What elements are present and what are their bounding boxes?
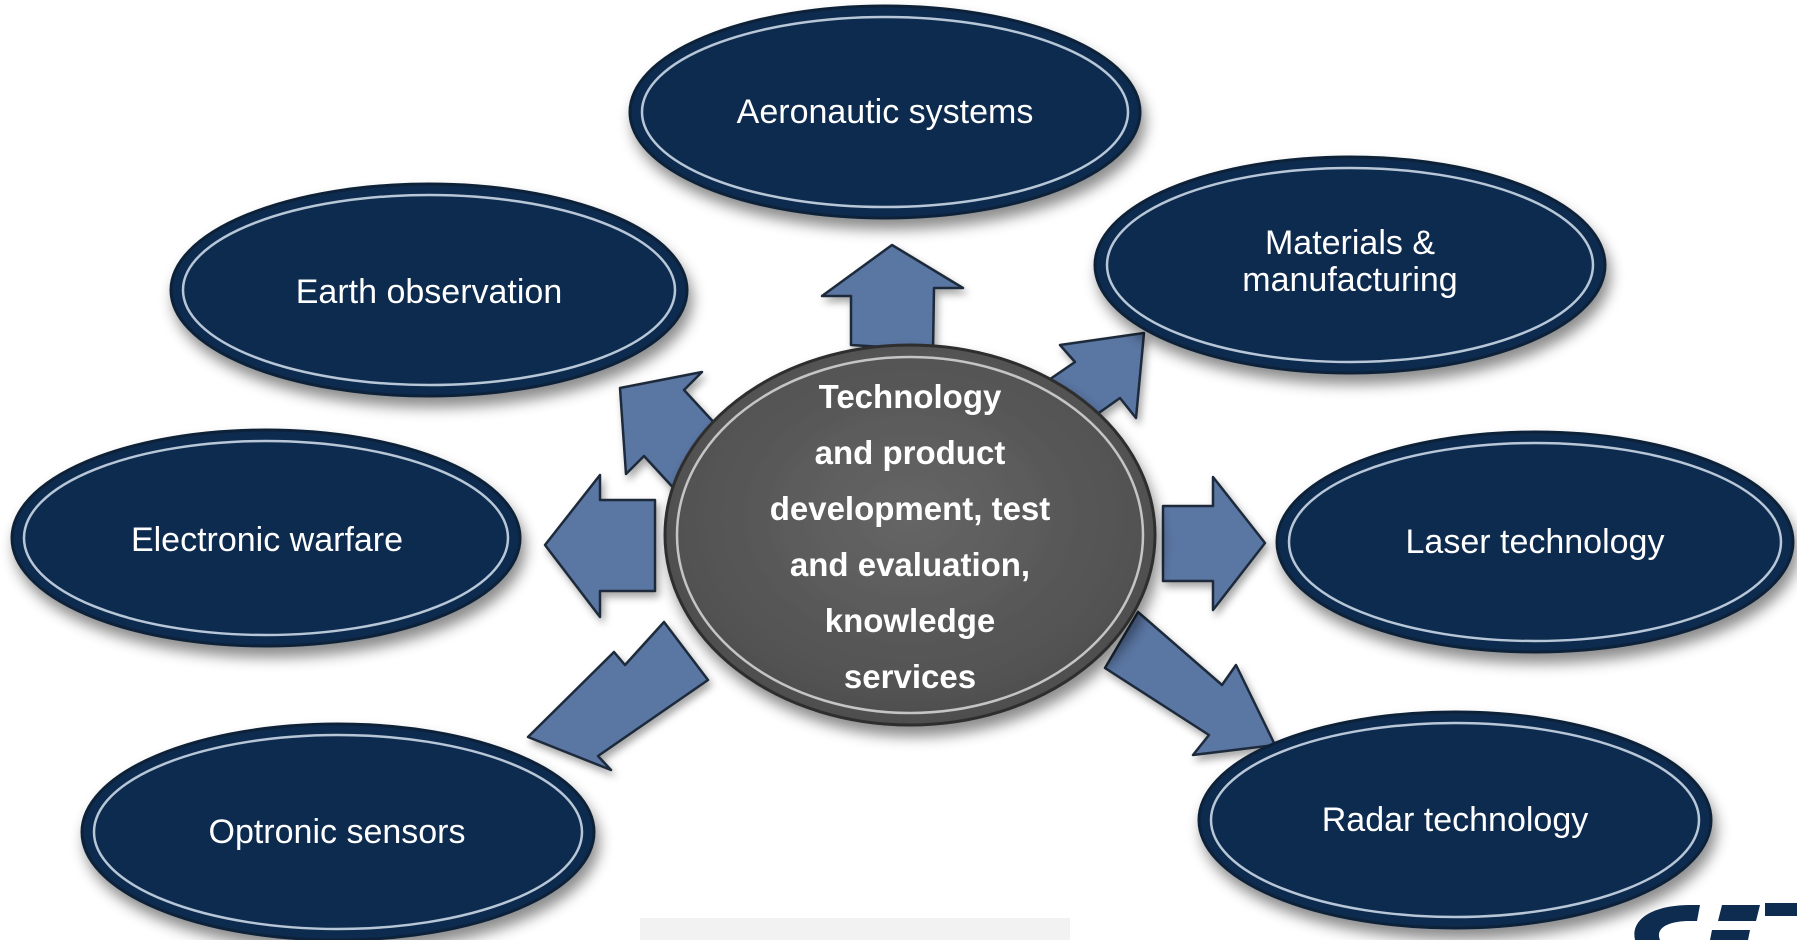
arrow-to-laser	[1161, 475, 1267, 612]
node-aeronautic	[628, 4, 1142, 220]
node-radar	[1197, 710, 1713, 930]
arrow-to-optronic	[526, 620, 710, 772]
arrow-to-aeronautic	[820, 243, 965, 352]
node-laser	[1275, 430, 1795, 654]
hub-label: Technology and product development, test…	[769, 378, 1051, 695]
node-electronic	[10, 428, 522, 648]
arrow-to-electronic	[543, 473, 657, 619]
bottom-band	[640, 918, 1070, 940]
hub-circle	[663, 343, 1157, 727]
logo-fragment	[1634, 903, 1797, 940]
node-earth	[169, 182, 689, 398]
node-optronic	[80, 722, 596, 940]
arrow-to-radar	[1103, 610, 1277, 757]
node-materials	[1093, 155, 1607, 375]
